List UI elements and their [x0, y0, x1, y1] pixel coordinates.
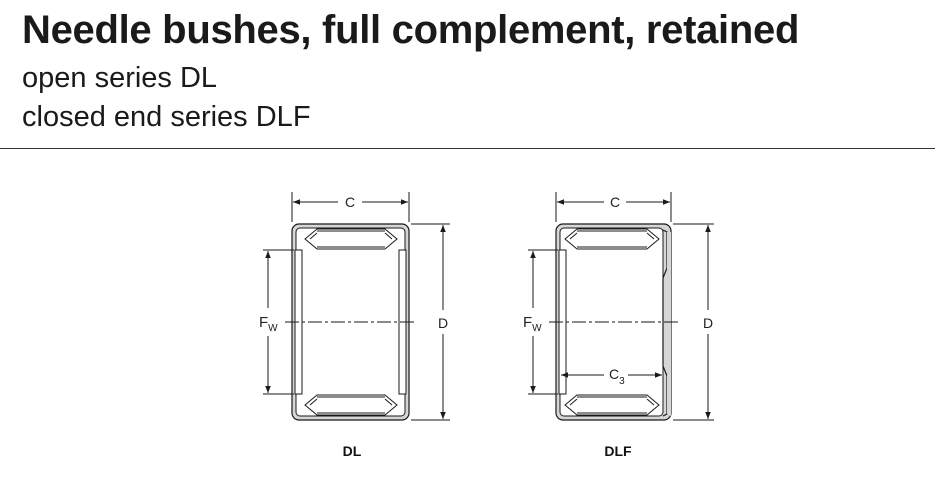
dlf-diagram	[528, 192, 714, 421]
dlf-c3-label: C3	[609, 366, 625, 387]
dl-diagram	[263, 192, 450, 421]
dlf-c-label: C	[610, 194, 620, 210]
dl-caption: DL	[343, 443, 362, 459]
dl-c-label: C	[345, 194, 355, 210]
dl-roller-top	[304, 228, 398, 250]
dlf-fw-label: FW	[523, 314, 542, 334]
subtitle-closed-series: closed end series DLF	[22, 101, 311, 133]
dlf-roller-top	[564, 228, 660, 250]
dlf-caption: DLF	[604, 443, 632, 459]
dlf-d-label: D	[703, 315, 713, 331]
page-title: Needle bushes, full complement, retained	[22, 8, 800, 52]
dl-fw-label: FW	[259, 314, 278, 334]
dlf-roller-bottom	[564, 394, 660, 416]
dl-roller-bottom	[304, 394, 398, 416]
subtitle-open-series: open series DL	[22, 62, 218, 94]
dl-d-label: D	[438, 315, 448, 331]
header-divider	[0, 148, 935, 149]
